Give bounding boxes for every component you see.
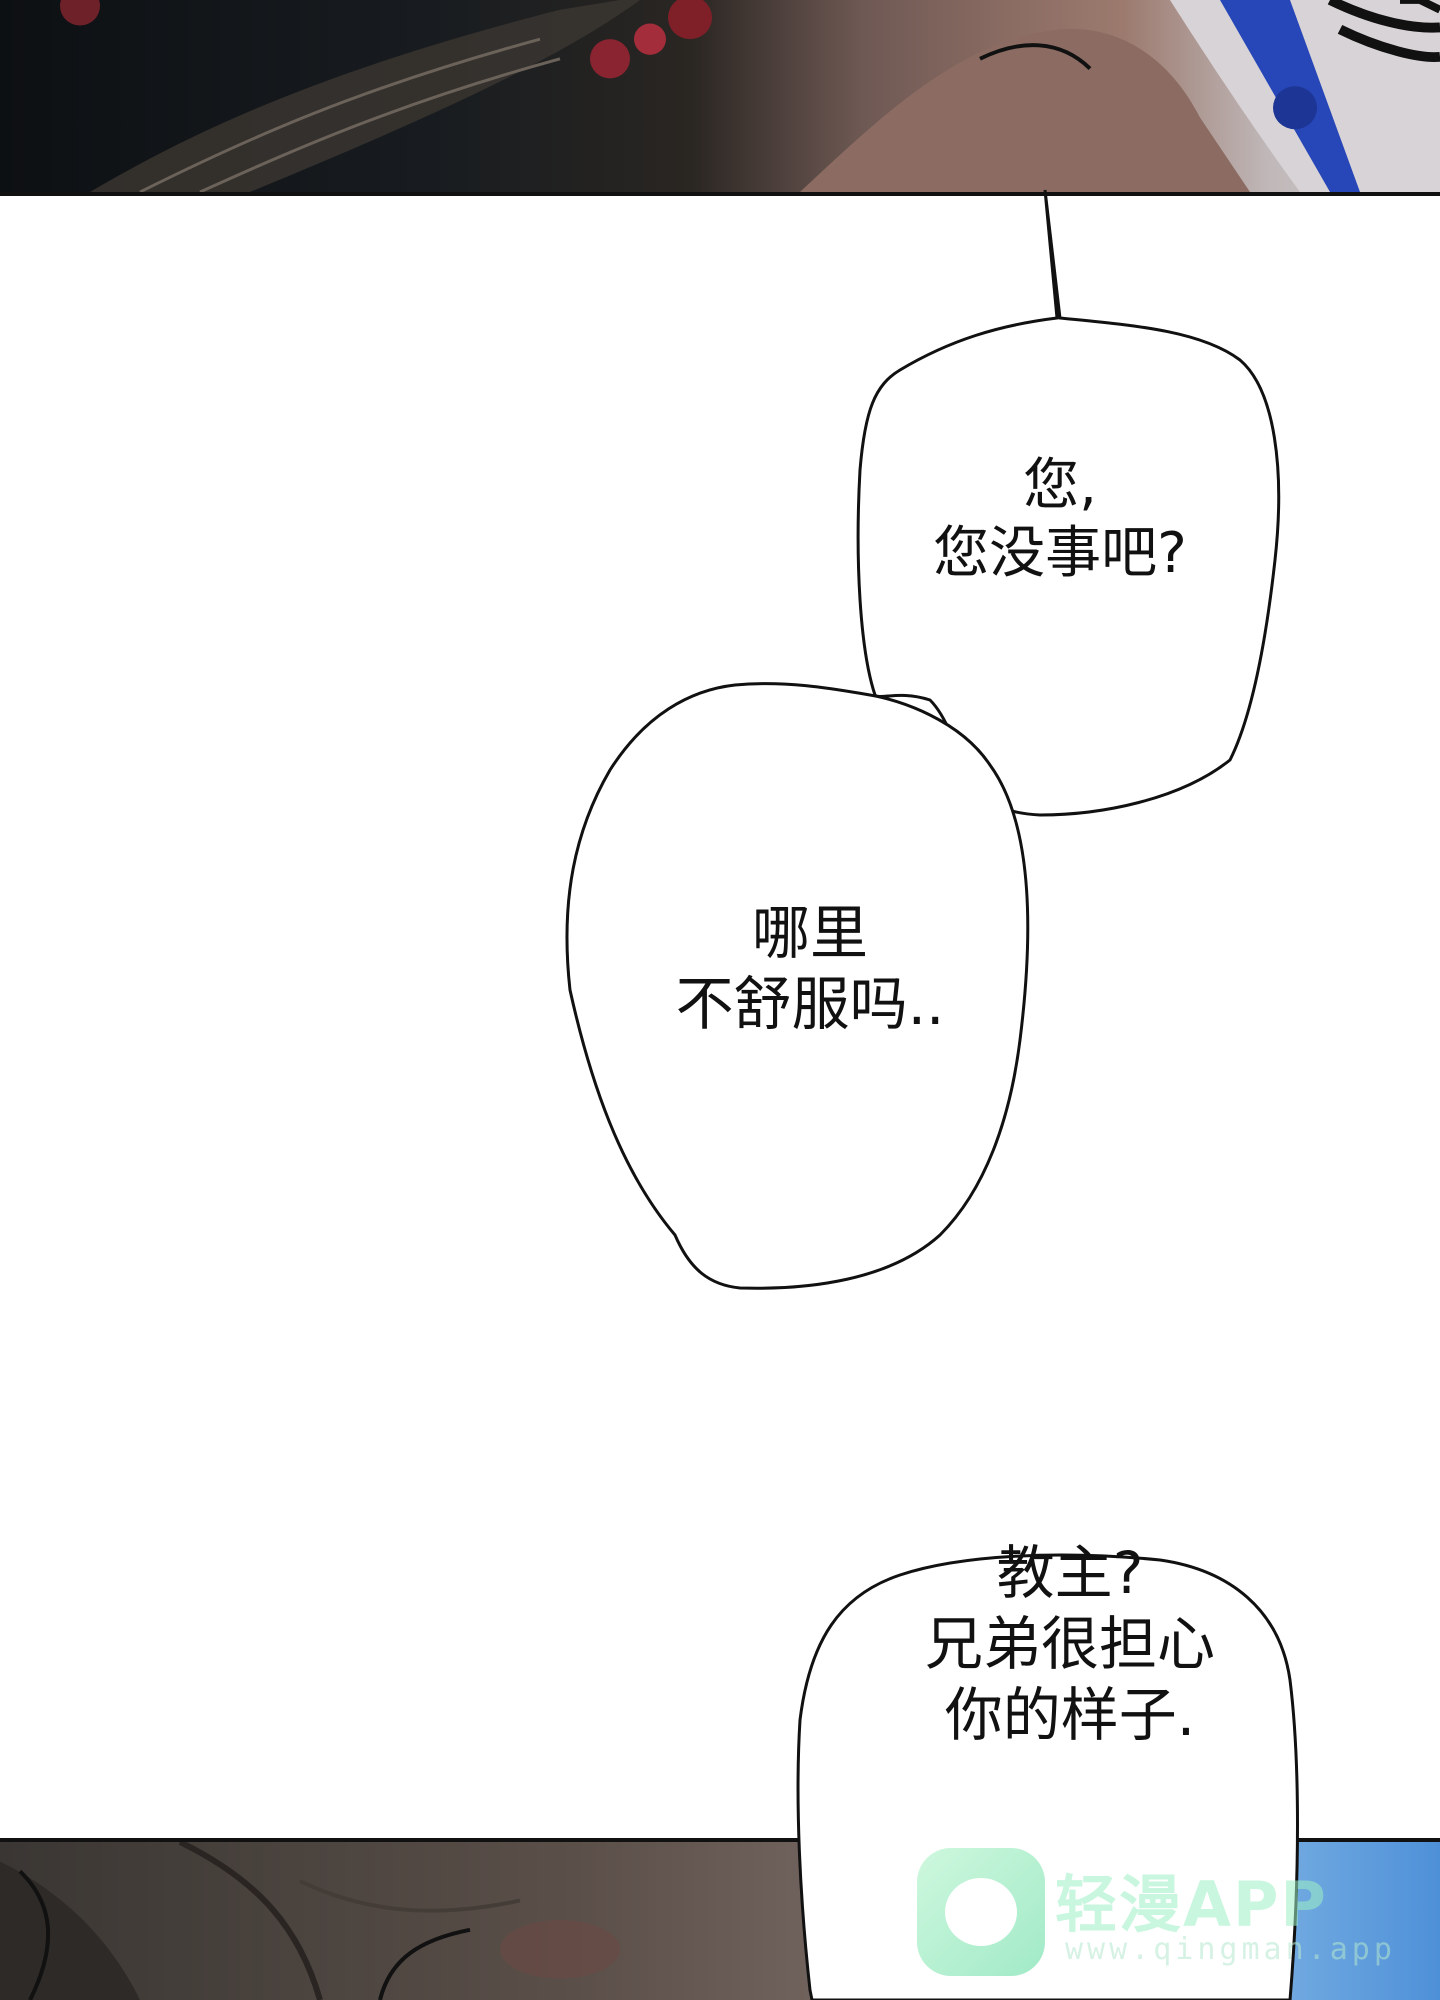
watermark: 轻漫APP www.qingman.app [905,1840,1425,1990]
watermark-face-icon [945,1878,1017,1946]
top-comic-panel [0,0,1440,196]
top-panel-artwork [60,0,1440,192]
watermark-url: www.qingman.app [1065,1932,1396,1967]
speech-bubble-2-text: 哪里 不舒服吗.. [675,899,945,1038]
watermark-logo-icon [917,1848,1045,1976]
speech-bubble-3-text: 教主? 兄弟很担心 你的样子. [924,1539,1215,1749]
speech-bubble-1-text: 您, 您没事吧? [933,453,1187,587]
watermark-brand: 轻漫APP [1055,1868,1328,1941]
bottom-panel-artwork [0,1842,620,2000]
